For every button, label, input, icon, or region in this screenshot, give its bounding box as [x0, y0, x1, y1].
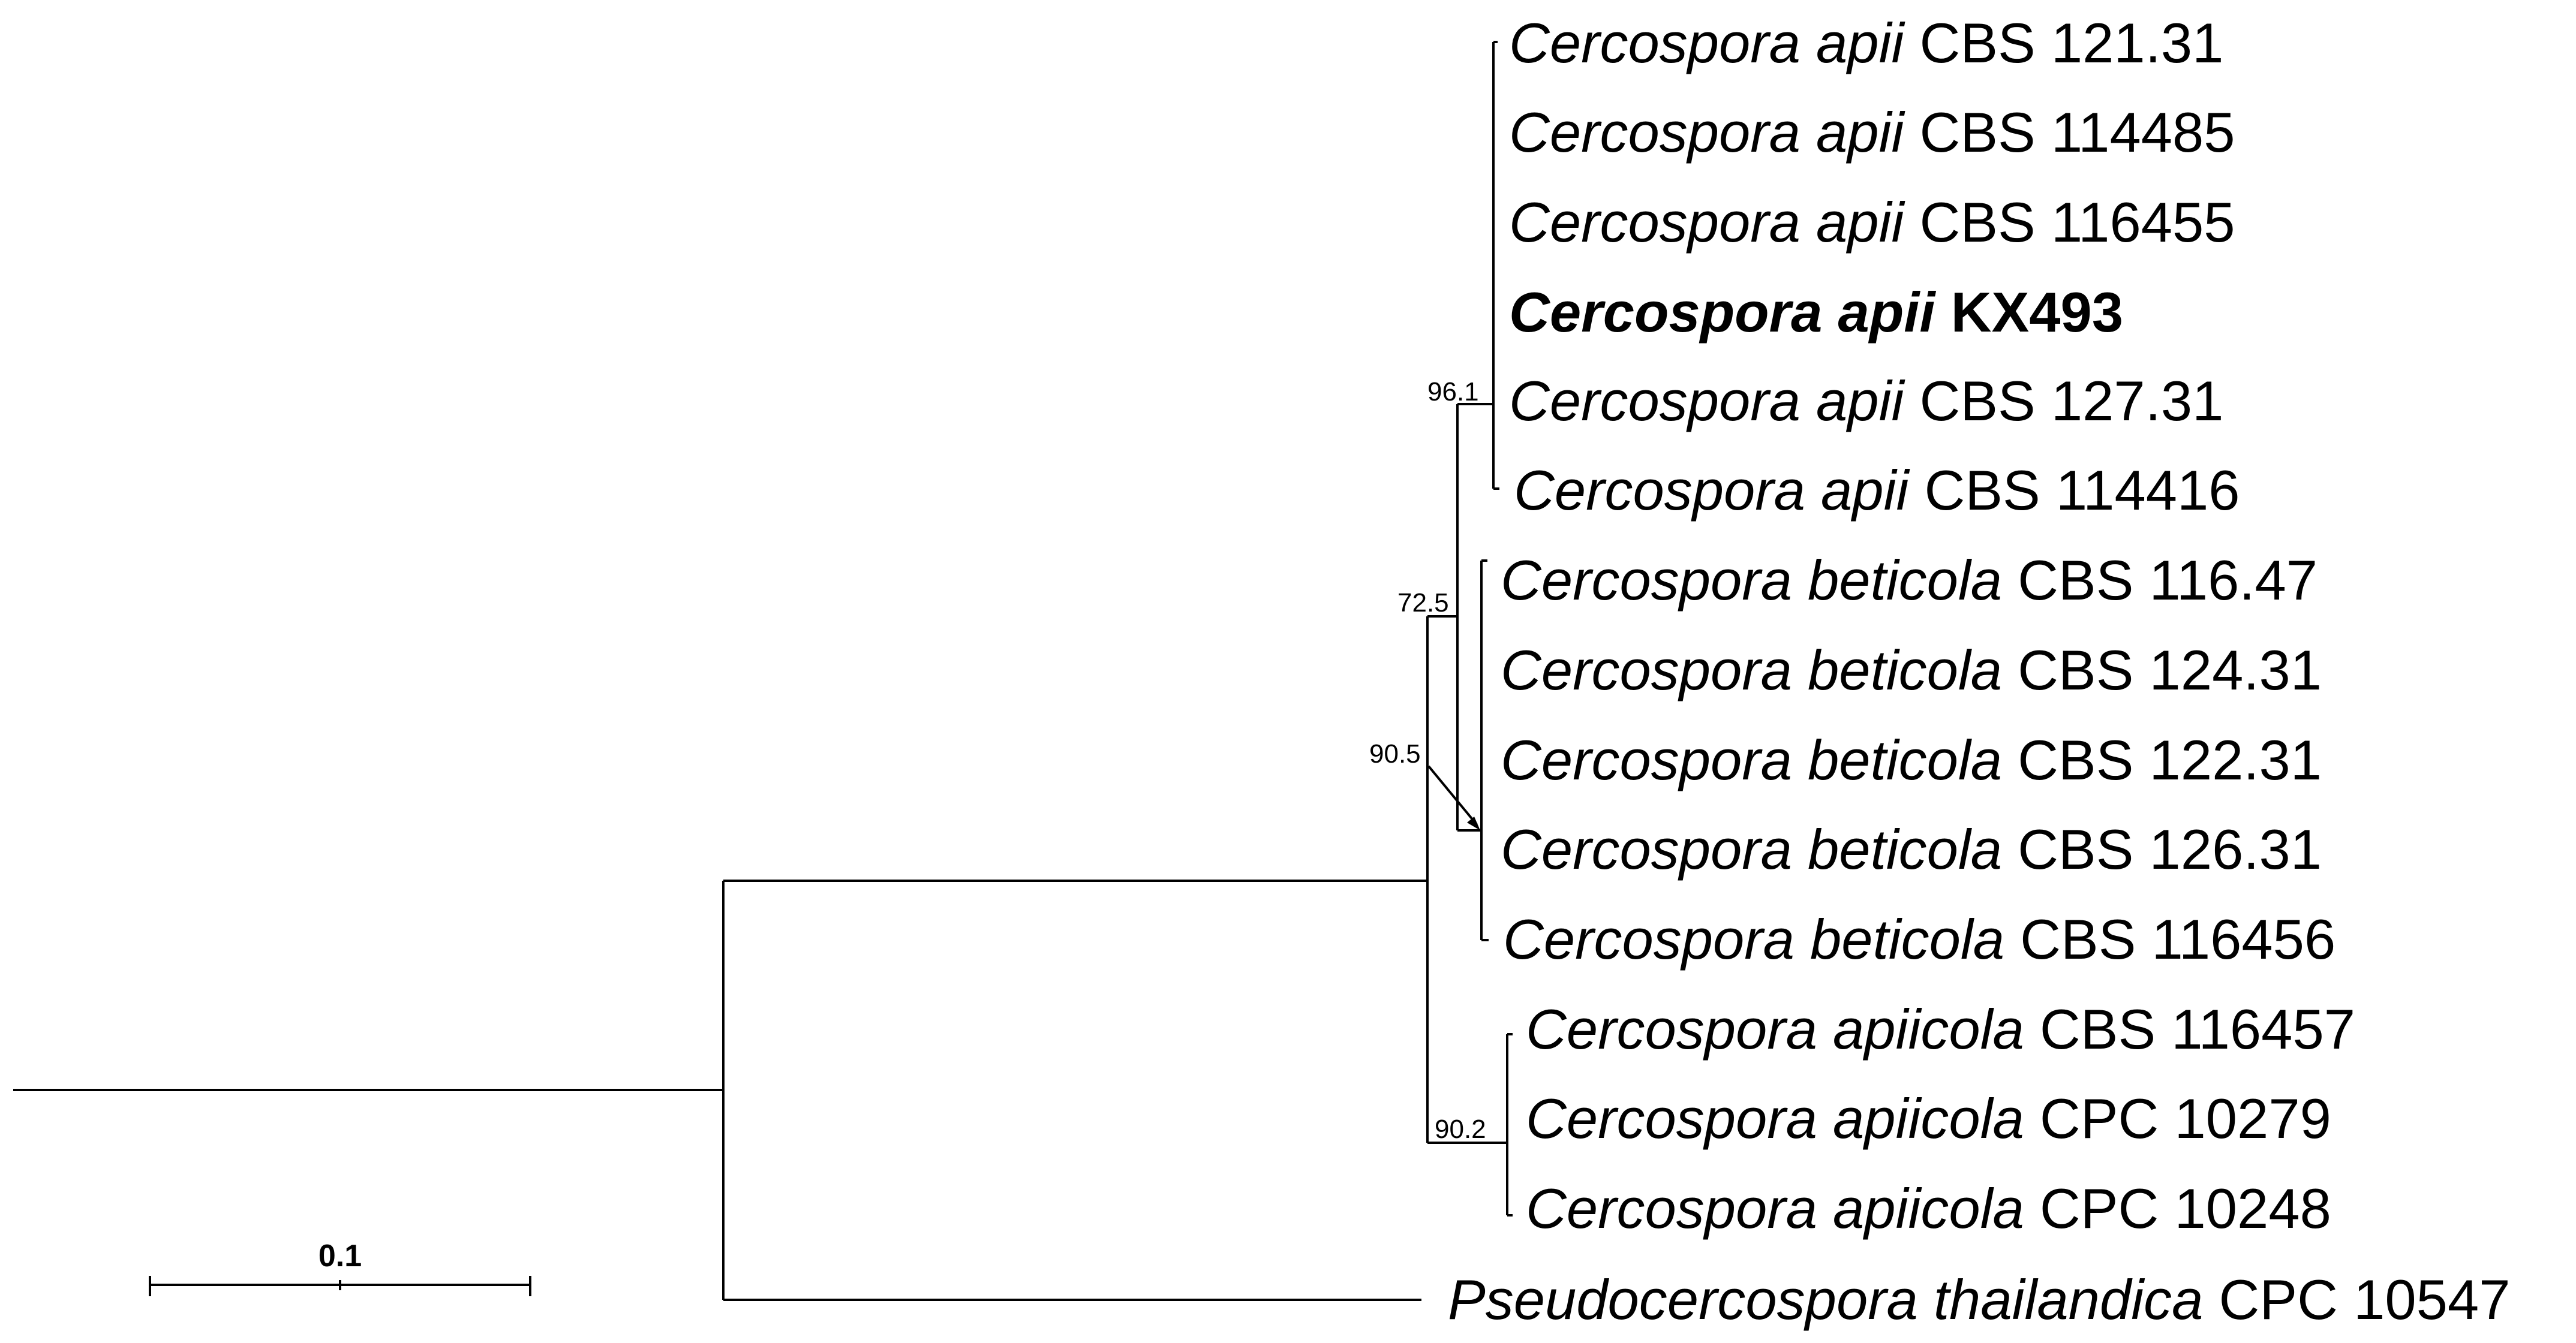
bootstrap-labels: 96.1 72.5 90.5 90.2: [1369, 377, 1486, 1144]
taxon-labels: Cercospora apii CBS 121.31 Cercospora ap…: [1448, 11, 2510, 1331]
bootstrap-beticola: 90.5: [1369, 739, 1421, 769]
taxon-label: Cercospora beticola CBS 116456: [1503, 908, 2335, 971]
taxon-label-highlighted: Cercospora apii KX493: [1509, 281, 2123, 344]
bootstrap-pointer-arrowhead: [1467, 817, 1480, 830]
scale-bar-label: 0.1: [318, 1239, 362, 1273]
scale-bar: 0.1: [149, 1239, 531, 1296]
taxon-label: Cercospora apii CBS 127.31: [1509, 369, 2223, 432]
taxon-label: Cercospora apiicola CPC 10248: [1526, 1177, 2331, 1240]
bootstrap-apiicola: 90.2: [1435, 1115, 1486, 1144]
taxon-label: Cercospora beticola CBS 124.31: [1501, 639, 2322, 701]
taxon-label: Cercospora beticola CBS 126.31: [1501, 818, 2322, 881]
taxon-label: Cercospora apii CBS 114485: [1509, 101, 2235, 164]
taxon-label: Cercospora beticola CBS 122.31: [1501, 728, 2322, 791]
taxon-label-outgroup: Pseudocercospora thailandica CPC 10547: [1448, 1268, 2510, 1331]
bootstrap-apii: 96.1: [1427, 377, 1479, 406]
taxon-label: Cercospora apii CBS 121.31: [1509, 11, 2223, 74]
taxon-label: Cercospora beticola CBS 116.47: [1501, 549, 2318, 612]
taxon-label: Cercospora apiicola CBS 116457: [1526, 998, 2355, 1061]
tree-branches: [13, 41, 1513, 1301]
taxon-label: Cercospora apii CBS 114416: [1514, 459, 2240, 522]
bootstrap-apii-beticola: 72.5: [1397, 588, 1449, 618]
taxon-label: Cercospora apii CBS 116455: [1509, 191, 2235, 254]
bootstrap-pointer: [1427, 765, 1478, 826]
taxon-label: Cercospora apiicola CPC 10279: [1526, 1087, 2331, 1150]
